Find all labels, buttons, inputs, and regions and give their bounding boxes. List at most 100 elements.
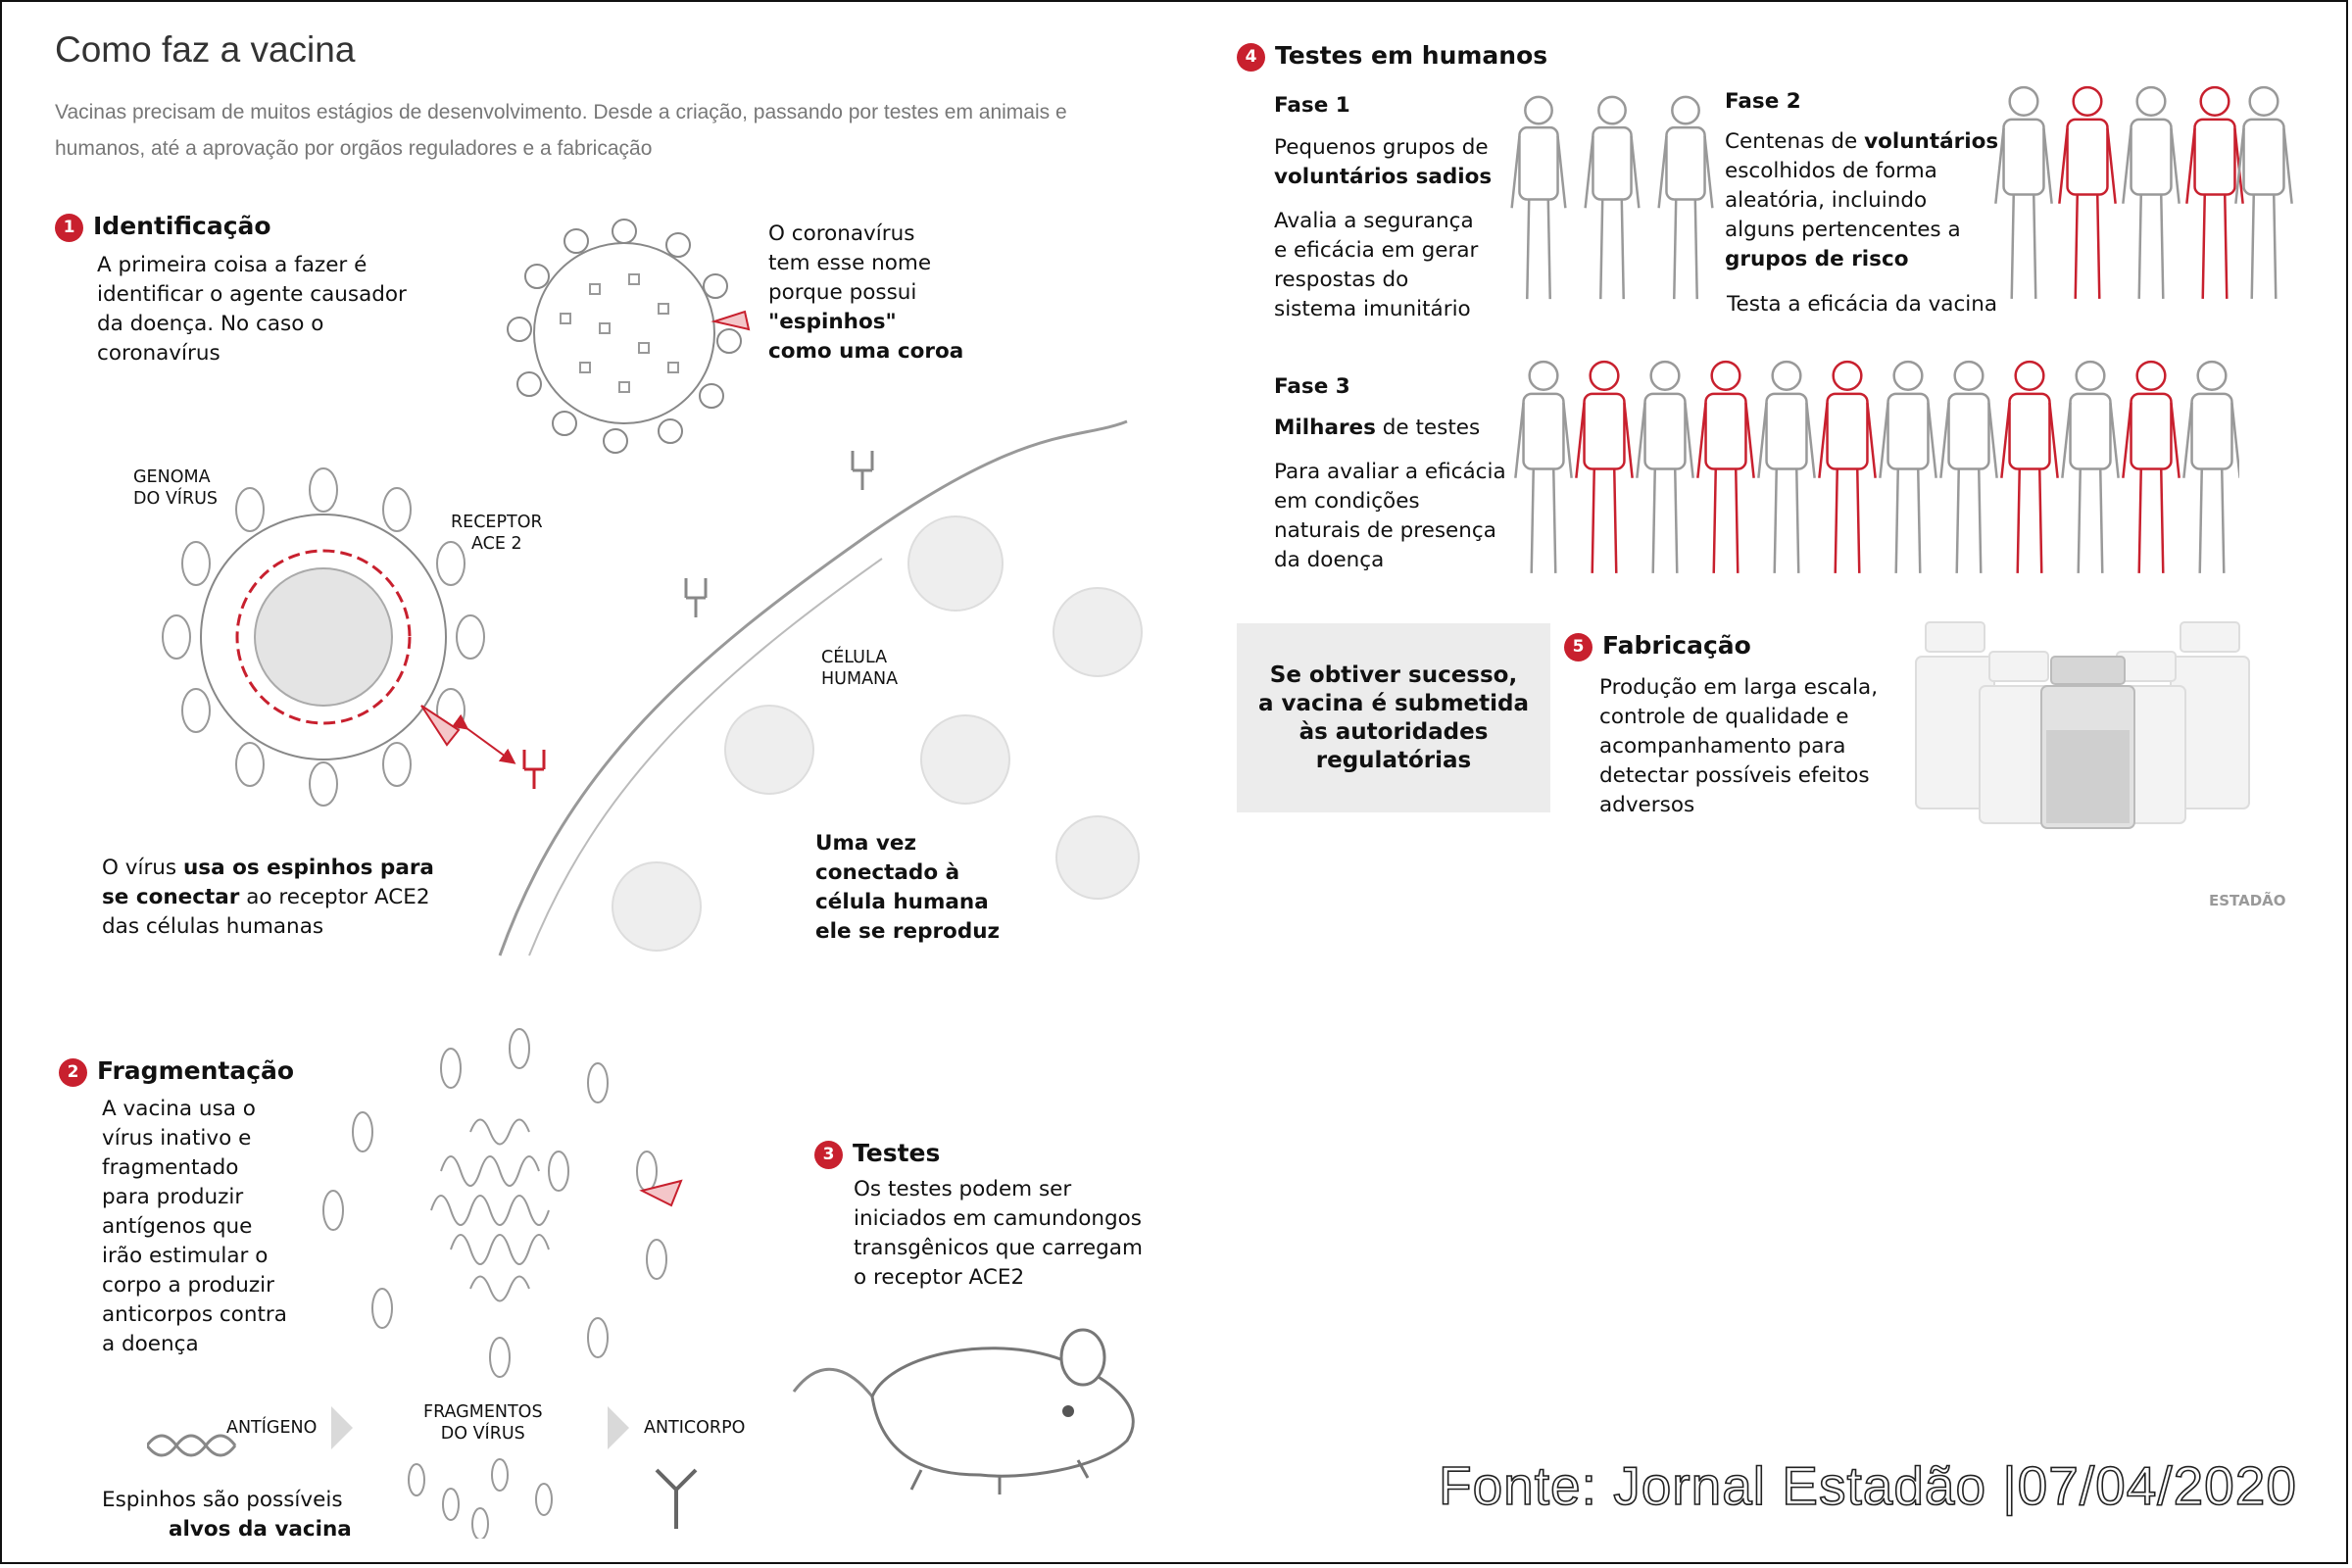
text-line: O vírus usa os espinhos para [102,854,434,883]
text-part: Milhares [1274,416,1376,440]
phase3-text: Para avaliar a eficácia em condições nat… [1274,458,1506,575]
phase2-text: Testa a eficácia da vacina [1727,292,1998,317]
text-line: Para avaliar a eficácia [1274,460,1506,484]
step5-title: Fabricação [1602,631,1751,660]
text-line: fragmentado [102,1155,239,1180]
step5-heading: 5 Fabricação [1564,631,1751,662]
text-line: a doença [102,1332,199,1356]
step1-heading: 1 Identificação [55,212,271,242]
estadao-logo: ESTADÃO [2209,892,2286,909]
text-line: irão estimular o [102,1244,269,1268]
step4-title: Testes em humanos [1275,41,1548,70]
text-line: aleatória, incluindo [1725,188,1928,213]
text-line: se conectar ao receptor ACE2 [102,883,434,912]
step2-text: A vacina usa o vírus inativo e fragmenta… [102,1095,287,1359]
volunteer-figure [2122,85,2180,299]
text-line: alguns pertencentes a [1725,218,1961,242]
text-line: CÉLULA [821,648,888,667]
volunteer-figure [1514,360,1573,573]
text-line: corpo a produzir [102,1273,274,1298]
step5-badge: 5 [1564,632,1592,662]
phase1-intro: Pequenos grupos de voluntários sadios [1274,133,1492,192]
phase2-title: Fase 2 [1725,89,1801,114]
volunteer-figure [1994,85,2053,299]
spikes-target-text: Espinhos são possíveis alvos da vacina [102,1486,352,1544]
text-line: HUMANA [821,669,899,689]
text-line: Uma vez [815,831,916,856]
text-line: Centenas de voluntários [1725,127,1998,157]
phase3-volunteers [1514,360,2239,573]
phase1-title: Fase 1 [1274,93,1350,118]
coronavirus-illustration [507,219,751,454]
text-part: O vírus [102,856,183,880]
antigen-label: ANTÍGENO [226,1418,318,1438]
text-line: iniciados em camundongos [854,1206,1143,1231]
text-line: como uma coroa [768,339,964,364]
text-line: respostas do [1274,268,1409,292]
volunteer-figure [1575,360,1634,573]
text-line: A vacina usa o [102,1097,256,1121]
text-part: usa os espinhos para [182,856,434,880]
text-line: antígenos que [102,1214,253,1239]
text-line: regulatórias [1315,747,1472,773]
phase1-text: Avalia a segurança e eficácia em gerar r… [1274,207,1478,324]
mouse-illustration [792,1328,1135,1494]
text-line: escolhidos de forma [1725,159,1937,183]
text-line: detectar possíveis efeitos [1599,763,1870,788]
volunteer-figure [2234,85,2293,299]
text-line: o receptor ACE2 [854,1265,1025,1290]
text-line: RECEPTOR [451,513,543,532]
text-line: controle de qualidade e [1599,705,1849,729]
text-line: porque possui [768,280,917,305]
text-line: Pequenos grupos de [1274,135,1489,160]
volunteer-figure [1584,95,1641,300]
text-line: tem esse nome [768,251,932,275]
text-line: célula humana [815,890,989,914]
text-part: se conectar [102,885,240,909]
step3-badge: 3 [814,1140,843,1169]
text-line: identificar o agente causador [97,282,407,307]
text-part: ao receptor ACE2 [239,885,430,909]
text-line: da doença [1274,548,1385,572]
text-part: voluntários [1864,129,1999,154]
volunteer-figure [2182,360,2239,573]
fragments-label: FRAGMENTOS DO VÍRUS [423,1401,543,1445]
text-line: coronavírus [97,341,220,366]
volunteer-figure [1657,95,1714,300]
text-line: voluntários sadios [1274,165,1493,189]
receptor-label: RECEPTOR ACE 2 [451,512,543,555]
genome-label: GENOMA DO VÍRUS [133,466,218,510]
text-line: adversos [1599,793,1695,817]
step4-badge: 4 [1237,42,1265,72]
volunteer-figure [2058,85,2117,299]
text-line: Avalia a segurança [1274,209,1474,233]
step1-title: Identificação [93,212,271,240]
volunteer-figure [2122,360,2180,573]
human-cell-illustration [451,419,1143,956]
text-line: DO VÍRUS [440,1424,525,1444]
text-line: conectado à [815,860,960,885]
virus-genome-illustration [162,467,485,807]
text-line: da doença. No caso o [97,312,324,336]
step4-heading: 4 Testes em humanos [1237,41,1547,72]
text-line: A primeira coisa a fazer é [97,253,368,277]
text-line: ACE 2 [471,534,522,554]
phase3-title: Fase 3 [1274,374,1350,399]
step1-badge: 1 [55,213,83,242]
phase3-intro: Milhares de testes [1274,414,1480,443]
step2-title: Fragmentação [97,1056,295,1085]
spike-connection-text: O vírus usa os espinhos para se conectar… [102,854,434,942]
volunteer-figure [2000,360,2059,573]
text-line: FRAGMENTOS [423,1402,543,1422]
text-line: Espinhos são possíveis [102,1488,343,1512]
text-line: grupos de risco [1725,247,1909,271]
text-line: em condições [1274,489,1420,514]
volunteer-figure [1879,360,1937,573]
text-part: Centenas de [1725,129,1865,154]
step5-text: Produção em larga escala, controle de qu… [1599,673,1878,820]
vaccine-vials-illustration [1915,621,2250,829]
phase2-volunteers [1994,85,2293,299]
text-line: O coronavírus [768,221,915,246]
